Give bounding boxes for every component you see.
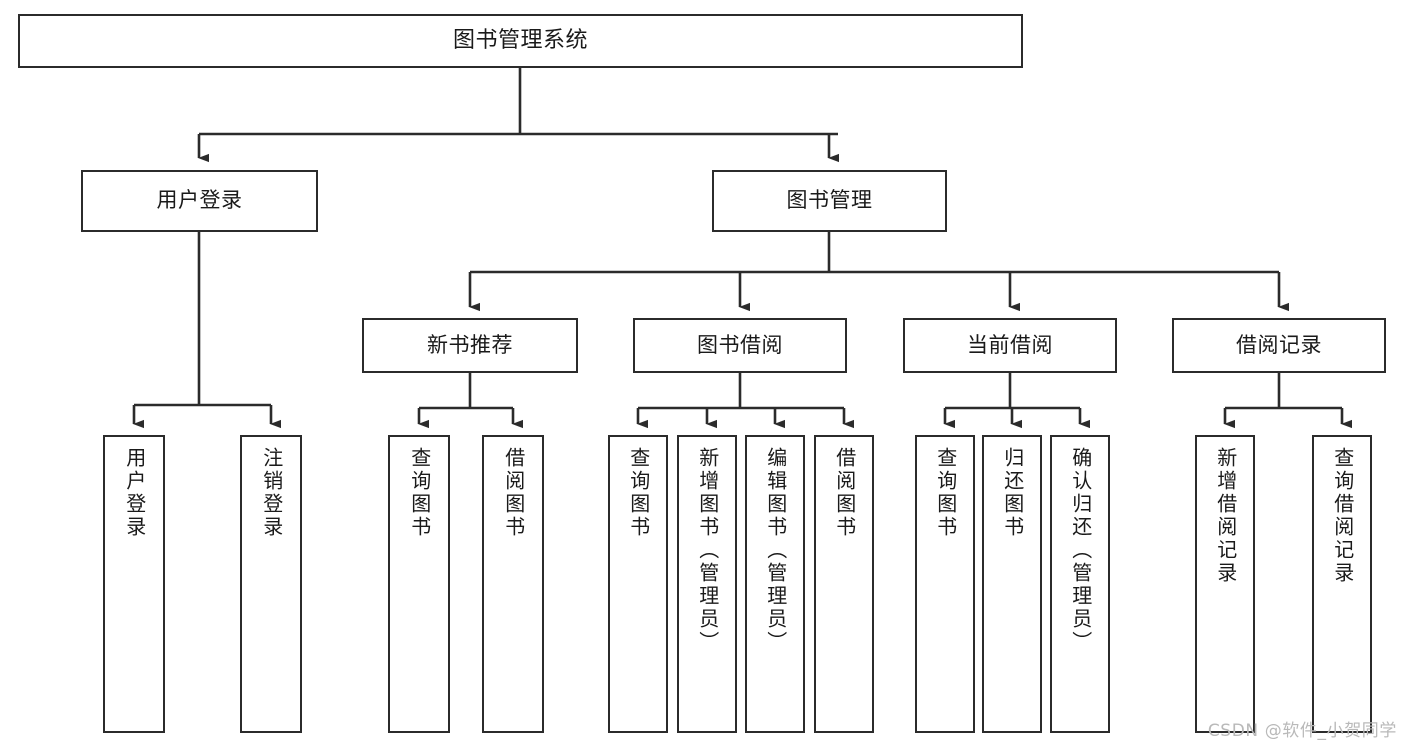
node-label: 借阅记录	[1236, 332, 1322, 357]
leaf-logout[interactable]: 注销登录	[240, 435, 302, 733]
node-label: 新增图书（管理员）	[695, 447, 720, 654]
node-label: 新增借阅记录	[1213, 447, 1238, 585]
leaf-borrow-books-newbook[interactable]: 借阅图书	[482, 435, 544, 733]
node-book-borrowing[interactable]: 图书借阅	[633, 318, 847, 373]
leaf-confirm-return-admin[interactable]: 确认归还（管理员）	[1050, 435, 1110, 733]
leaf-add-borrow-record[interactable]: 新增借阅记录	[1195, 435, 1255, 733]
node-label: 查询图书	[626, 447, 651, 539]
node-book-management[interactable]: 图书管理	[712, 170, 947, 232]
node-label: 借阅图书	[832, 447, 857, 539]
leaf-edit-book-admin[interactable]: 编辑图书（管理员）	[745, 435, 805, 733]
leaf-query-books-newbook[interactable]: 查询图书	[388, 435, 450, 733]
node-label: 图书管理系统	[452, 28, 588, 54]
leaf-query-books-borrow[interactable]: 查询图书	[608, 435, 668, 733]
node-label: 图书管理	[786, 188, 873, 213]
node-label: 编辑图书（管理员）	[763, 447, 788, 654]
node-label: 当前借阅	[967, 332, 1053, 357]
node-label: 用户登录	[156, 188, 243, 213]
node-label: 归还图书	[1000, 447, 1025, 539]
node-label: 确认归还（管理员）	[1068, 447, 1093, 654]
watermark: CSDN @软件_小贺同学	[1207, 721, 1397, 741]
leaf-query-borrow-record[interactable]: 查询借阅记录	[1312, 435, 1372, 733]
node-user-login[interactable]: 用户登录	[81, 170, 318, 232]
node-label: 注销登录	[259, 447, 284, 539]
node-current-loans[interactable]: 当前借阅	[903, 318, 1117, 373]
node-label: 查询图书	[933, 447, 958, 539]
node-label: 图书借阅	[697, 332, 783, 357]
node-root-library-system[interactable]: 图书管理系统	[18, 14, 1023, 68]
leaf-query-books-current[interactable]: 查询图书	[915, 435, 975, 733]
node-borrow-records[interactable]: 借阅记录	[1172, 318, 1386, 373]
node-label: 新书推荐	[427, 332, 513, 357]
node-new-book-recommendation[interactable]: 新书推荐	[362, 318, 578, 373]
leaf-borrow-books[interactable]: 借阅图书	[814, 435, 874, 733]
node-label: 查询借阅记录	[1330, 447, 1355, 585]
node-label: 用户登录	[122, 447, 147, 539]
leaf-add-book-admin[interactable]: 新增图书（管理员）	[677, 435, 737, 733]
node-label: 借阅图书	[501, 447, 526, 539]
node-label: 查询图书	[407, 447, 432, 539]
leaf-return-books[interactable]: 归还图书	[982, 435, 1042, 733]
leaf-user-login[interactable]: 用户登录	[103, 435, 165, 733]
